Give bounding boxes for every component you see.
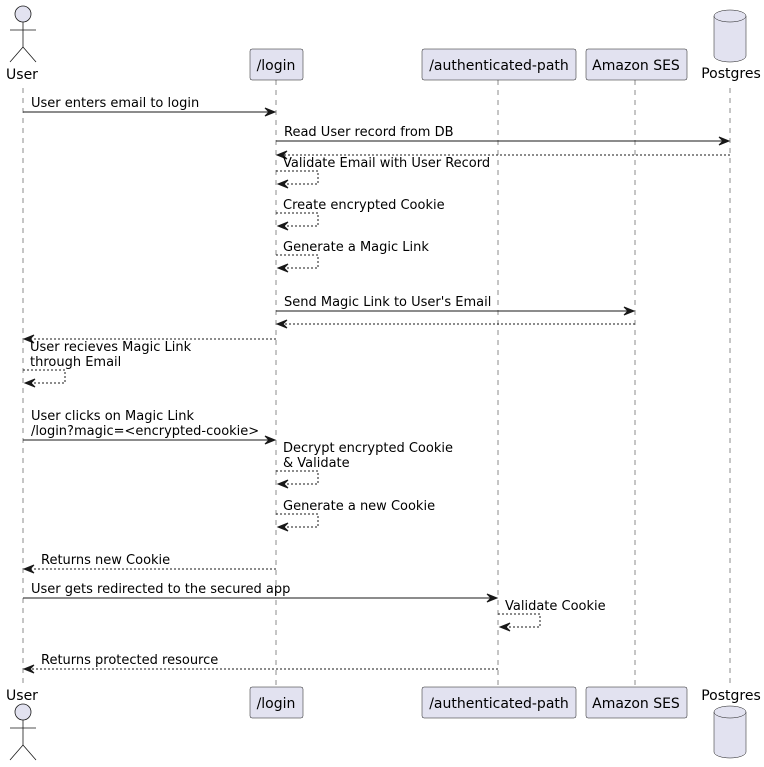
actor-icon [9, 703, 37, 761]
participant-amazon-ses-bottom: Amazon SES [585, 686, 688, 719]
arrowhead [718, 136, 731, 146]
participant-authenticated-path-top: /authenticated-path [421, 48, 577, 81]
arrowhead [22, 564, 35, 574]
participant-label-amazon-ses: Amazon SES [592, 58, 680, 74]
message-label: /login?magic=<encrypted-cookie> [31, 424, 259, 439]
arrowhead [22, 664, 35, 674]
database-icon [713, 705, 747, 759]
participant-user-bottom: User [6, 688, 38, 761]
participant-label-user: User [6, 67, 38, 83]
message-8 [275, 319, 635, 329]
participant-authenticated-path-bottom: /authenticated-path [421, 686, 577, 719]
message-label: Decrypt encrypted Cookie [283, 441, 453, 456]
arrowhead [486, 593, 499, 603]
message-3 [275, 150, 730, 160]
message-label: Generate a Magic Link [283, 240, 429, 255]
message-label: through Email [30, 355, 121, 370]
message-line [23, 369, 66, 384]
arrowhead [276, 179, 289, 189]
message-label: Send Magic Link to User's Email [284, 295, 491, 310]
participant-label-amazon-ses: Amazon SES [592, 696, 680, 712]
participant-label-postgres: Postgres [701, 66, 761, 82]
message-9 [22, 334, 276, 344]
message-line [276, 212, 319, 227]
participant-user-top: User [6, 5, 38, 83]
message-15: User gets redirected to the secured app [23, 582, 499, 603]
participant-label-authenticated-path: /authenticated-path [429, 696, 569, 712]
message-label: Returns new Cookie [41, 553, 170, 568]
participant-postgres-bottom: Postgres [701, 688, 761, 759]
message-label: Generate a new Cookie [283, 499, 435, 514]
participant-label-user: User [6, 688, 38, 704]
message-label: Returns protected resource [41, 653, 218, 668]
database-icon [713, 9, 747, 63]
message-label: User clicks on Magic Link [31, 409, 194, 424]
message-5: Create encrypted Cookie [276, 198, 445, 231]
arrowhead [275, 319, 288, 329]
participant-amazon-ses-top: Amazon SES [585, 48, 688, 81]
message-label: & Validate [283, 456, 350, 471]
participant-label-postgres: Postgres [701, 688, 761, 704]
message-7: Send Magic Link to User's Email [276, 295, 636, 316]
message-12: Decrypt encrypted Cookie& Validate [276, 441, 453, 489]
arrowhead [623, 306, 636, 316]
message-14: Returns new Cookie [22, 553, 276, 574]
participant-login-top: /login [249, 48, 304, 81]
arrowhead [23, 378, 36, 388]
message-label: Validate Email with User Record [283, 156, 490, 171]
message-16: Validate Cookie [498, 599, 606, 632]
message-4: Validate Email with User Record [276, 156, 490, 189]
message-13: Generate a new Cookie [276, 499, 435, 532]
message-label: User recieves Magic Link [30, 340, 192, 355]
message-line [276, 254, 319, 269]
message-label: User enters email to login [31, 96, 199, 111]
arrowhead [264, 107, 277, 117]
message-line [276, 170, 319, 185]
message-1: User enters email to login [23, 96, 277, 117]
arrowhead [498, 622, 511, 632]
participant-login-bottom: /login [249, 686, 304, 719]
message-line [276, 513, 319, 528]
message-label: Create encrypted Cookie [283, 198, 445, 213]
arrowhead [276, 479, 289, 489]
message-line [498, 613, 541, 628]
arrowhead [22, 334, 35, 344]
participant-postgres-top: Postgres [701, 9, 761, 82]
arrowhead [276, 263, 289, 273]
message-label: Read User record from DB [284, 125, 454, 140]
arrowhead [276, 522, 289, 532]
arrowhead [264, 435, 277, 445]
actor-icon [9, 5, 37, 63]
message-11: User clicks on Magic Link/login?magic=<e… [23, 409, 277, 445]
message-17: Returns protected resource [22, 653, 498, 674]
participant-label-login: /login [257, 58, 296, 74]
message-label: Validate Cookie [505, 599, 606, 614]
arrowhead [275, 150, 288, 160]
message-2: Read User record from DB [276, 125, 731, 146]
participant-label-authenticated-path: /authenticated-path [429, 58, 569, 74]
message-line [276, 470, 319, 485]
message-label: User gets redirected to the secured app [31, 582, 290, 597]
arrowhead [276, 221, 289, 231]
participant-label-login: /login [257, 696, 296, 712]
message-6: Generate a Magic Link [276, 240, 429, 273]
